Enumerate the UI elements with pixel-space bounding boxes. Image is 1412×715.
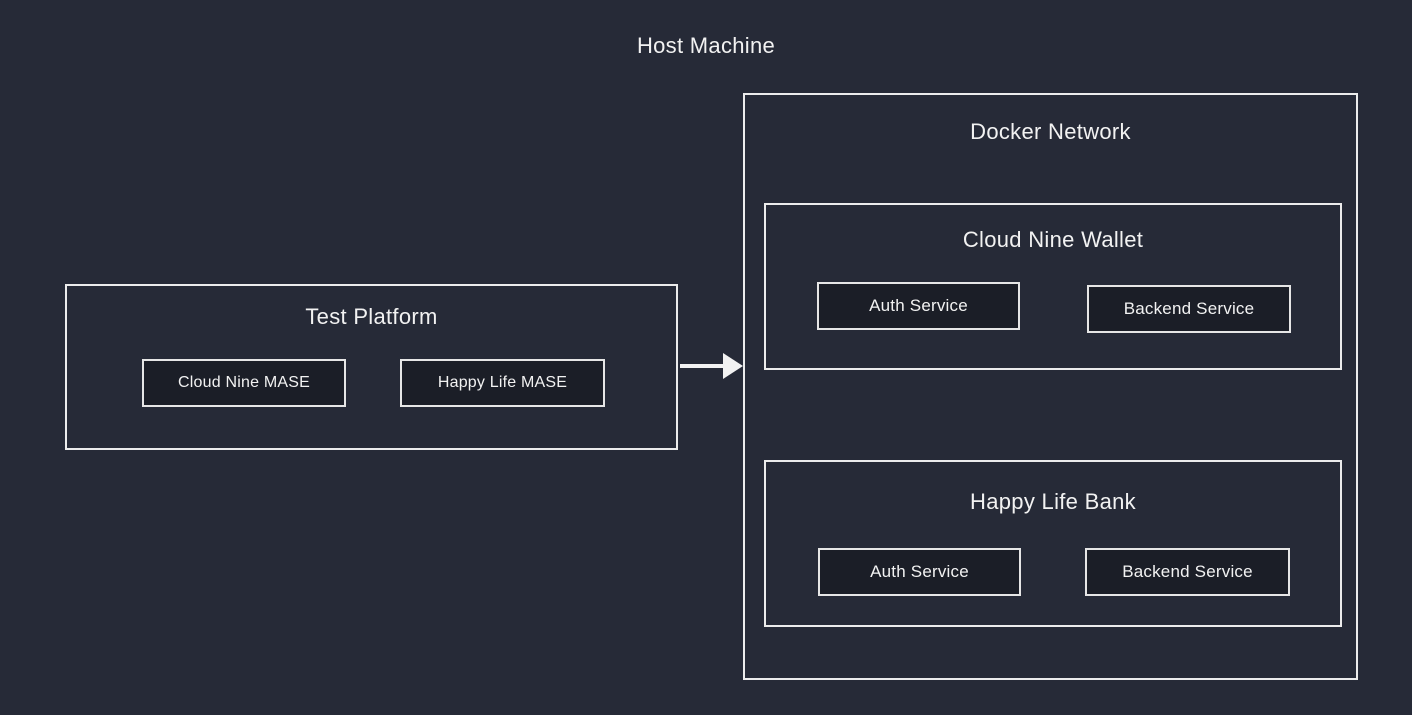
docker-network-box: Docker Network Cloud Nine Wallet Auth Se… — [743, 93, 1358, 680]
test-platform-title: Test Platform — [305, 304, 438, 329]
arrow-right-icon — [680, 353, 743, 379]
node-happy-life-auth-service: Auth Service — [818, 548, 1021, 596]
node-happy-life-mase: Happy Life MASE — [400, 359, 605, 407]
group-cloud-nine-wallet: Cloud Nine Wallet Auth Service Backend S… — [764, 203, 1342, 370]
node-cloud-nine-mase: Cloud Nine MASE — [142, 359, 346, 407]
test-platform-box: Test Platform Cloud Nine MASE Happy Life… — [65, 284, 678, 450]
happy-life-bank-title: Happy Life Bank — [970, 489, 1136, 514]
node-happy-life-backend-service: Backend Service — [1085, 548, 1290, 596]
cloud-nine-wallet-title: Cloud Nine Wallet — [962, 227, 1144, 252]
docker-network-title: Docker Network — [970, 119, 1131, 144]
node-cloud-nine-auth-service: Auth Service — [817, 282, 1020, 330]
host-machine-label: Host Machine — [636, 33, 776, 58]
group-happy-life-bank: Happy Life Bank Auth Service Backend Ser… — [764, 460, 1342, 627]
node-cloud-nine-backend-service: Backend Service — [1087, 285, 1291, 333]
